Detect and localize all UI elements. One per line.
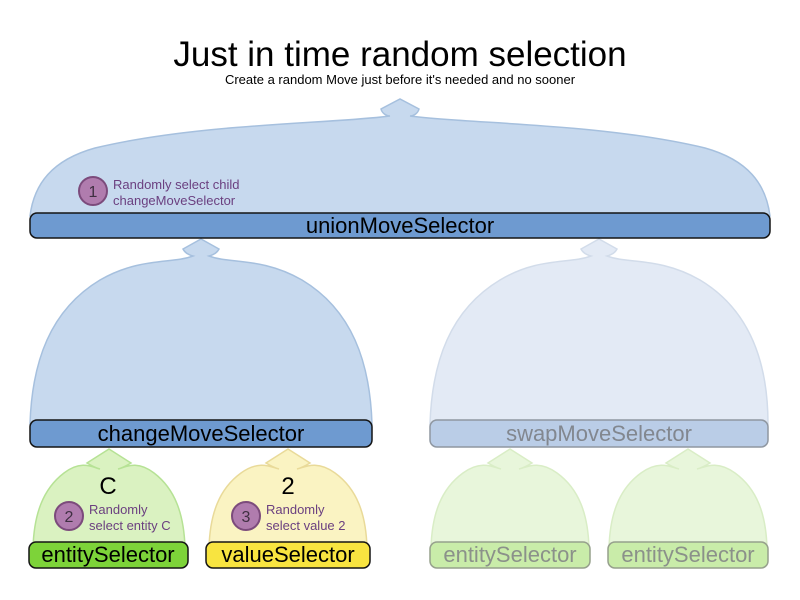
- union-funnel-arch: [29, 98, 771, 217]
- value-selector-bar: [205, 541, 371, 569]
- entity-faded-left-funnel-arch: [430, 448, 590, 549]
- change-move-selector-label: changeMoveSelector: [98, 421, 305, 446]
- union-move-selector-label: unionMoveSelector: [306, 213, 494, 238]
- step-2-text-line1: Randomly: [89, 502, 148, 517]
- step-3-number: 3: [242, 509, 251, 526]
- step-2-annotation: 2 Randomly select entity C: [54, 501, 171, 533]
- entity-selector-faded-right-label: entitySelector: [621, 542, 754, 567]
- page-title: Just in time random selection: [173, 35, 626, 74]
- step-1-annotation: 1 Randomly select child changeMoveSelect…: [78, 176, 239, 208]
- change-move-selector-node: changeMoveSelector: [29, 419, 373, 448]
- step-1-circle: [78, 176, 108, 206]
- page-subtitle: Create a random Move just before it's ne…: [225, 72, 576, 87]
- entity-selector-faded-left-node: entitySelector: [429, 541, 591, 569]
- swap-move-selector-bar: [429, 419, 769, 448]
- step-3-text-line1: Randomly: [266, 502, 325, 517]
- entity-faded-right-funnel-arch: [608, 448, 768, 549]
- step-3-text-line2: select value 2: [266, 518, 346, 533]
- entity-selector-faded-left-label: entitySelector: [443, 542, 576, 567]
- swap-funnel-arch: [429, 238, 769, 425]
- entity-selector-faded-right-bar: [607, 541, 769, 569]
- step-3-circle: [231, 501, 261, 531]
- union-move-selector-bar: [29, 212, 771, 239]
- step-2-text-line2: select entity C: [89, 518, 171, 533]
- entity-selector-label: entitySelector: [41, 542, 174, 567]
- entity-selector-faded-left-bar: [429, 541, 591, 569]
- entity-selector-node: entitySelector: [28, 541, 189, 569]
- change-move-selector-bar: [29, 419, 373, 448]
- step-1-text-line1: Randomly select child: [113, 177, 239, 192]
- swap-move-selector-label: swapMoveSelector: [506, 421, 692, 446]
- entity-selector-faded-right-node: entitySelector: [607, 541, 769, 569]
- change-funnel-arch: [29, 238, 373, 425]
- value-pick-label: 2: [281, 473, 294, 500]
- value-selector-node: valueSelector: [205, 541, 371, 569]
- step-2-number: 2: [65, 509, 74, 526]
- union-move-selector-node: unionMoveSelector: [29, 212, 771, 239]
- swap-move-selector-node: swapMoveSelector: [429, 419, 769, 448]
- step-1-number: 1: [89, 184, 98, 201]
- entity-selector-bar: [28, 541, 189, 569]
- entity-pick-label: C: [99, 473, 116, 500]
- value-selector-label: valueSelector: [221, 542, 354, 567]
- step-1-text-line2: changeMoveSelector: [113, 193, 236, 208]
- step-2-circle: [54, 501, 84, 531]
- step-3-annotation: 3 Randomly select value 2: [231, 501, 346, 533]
